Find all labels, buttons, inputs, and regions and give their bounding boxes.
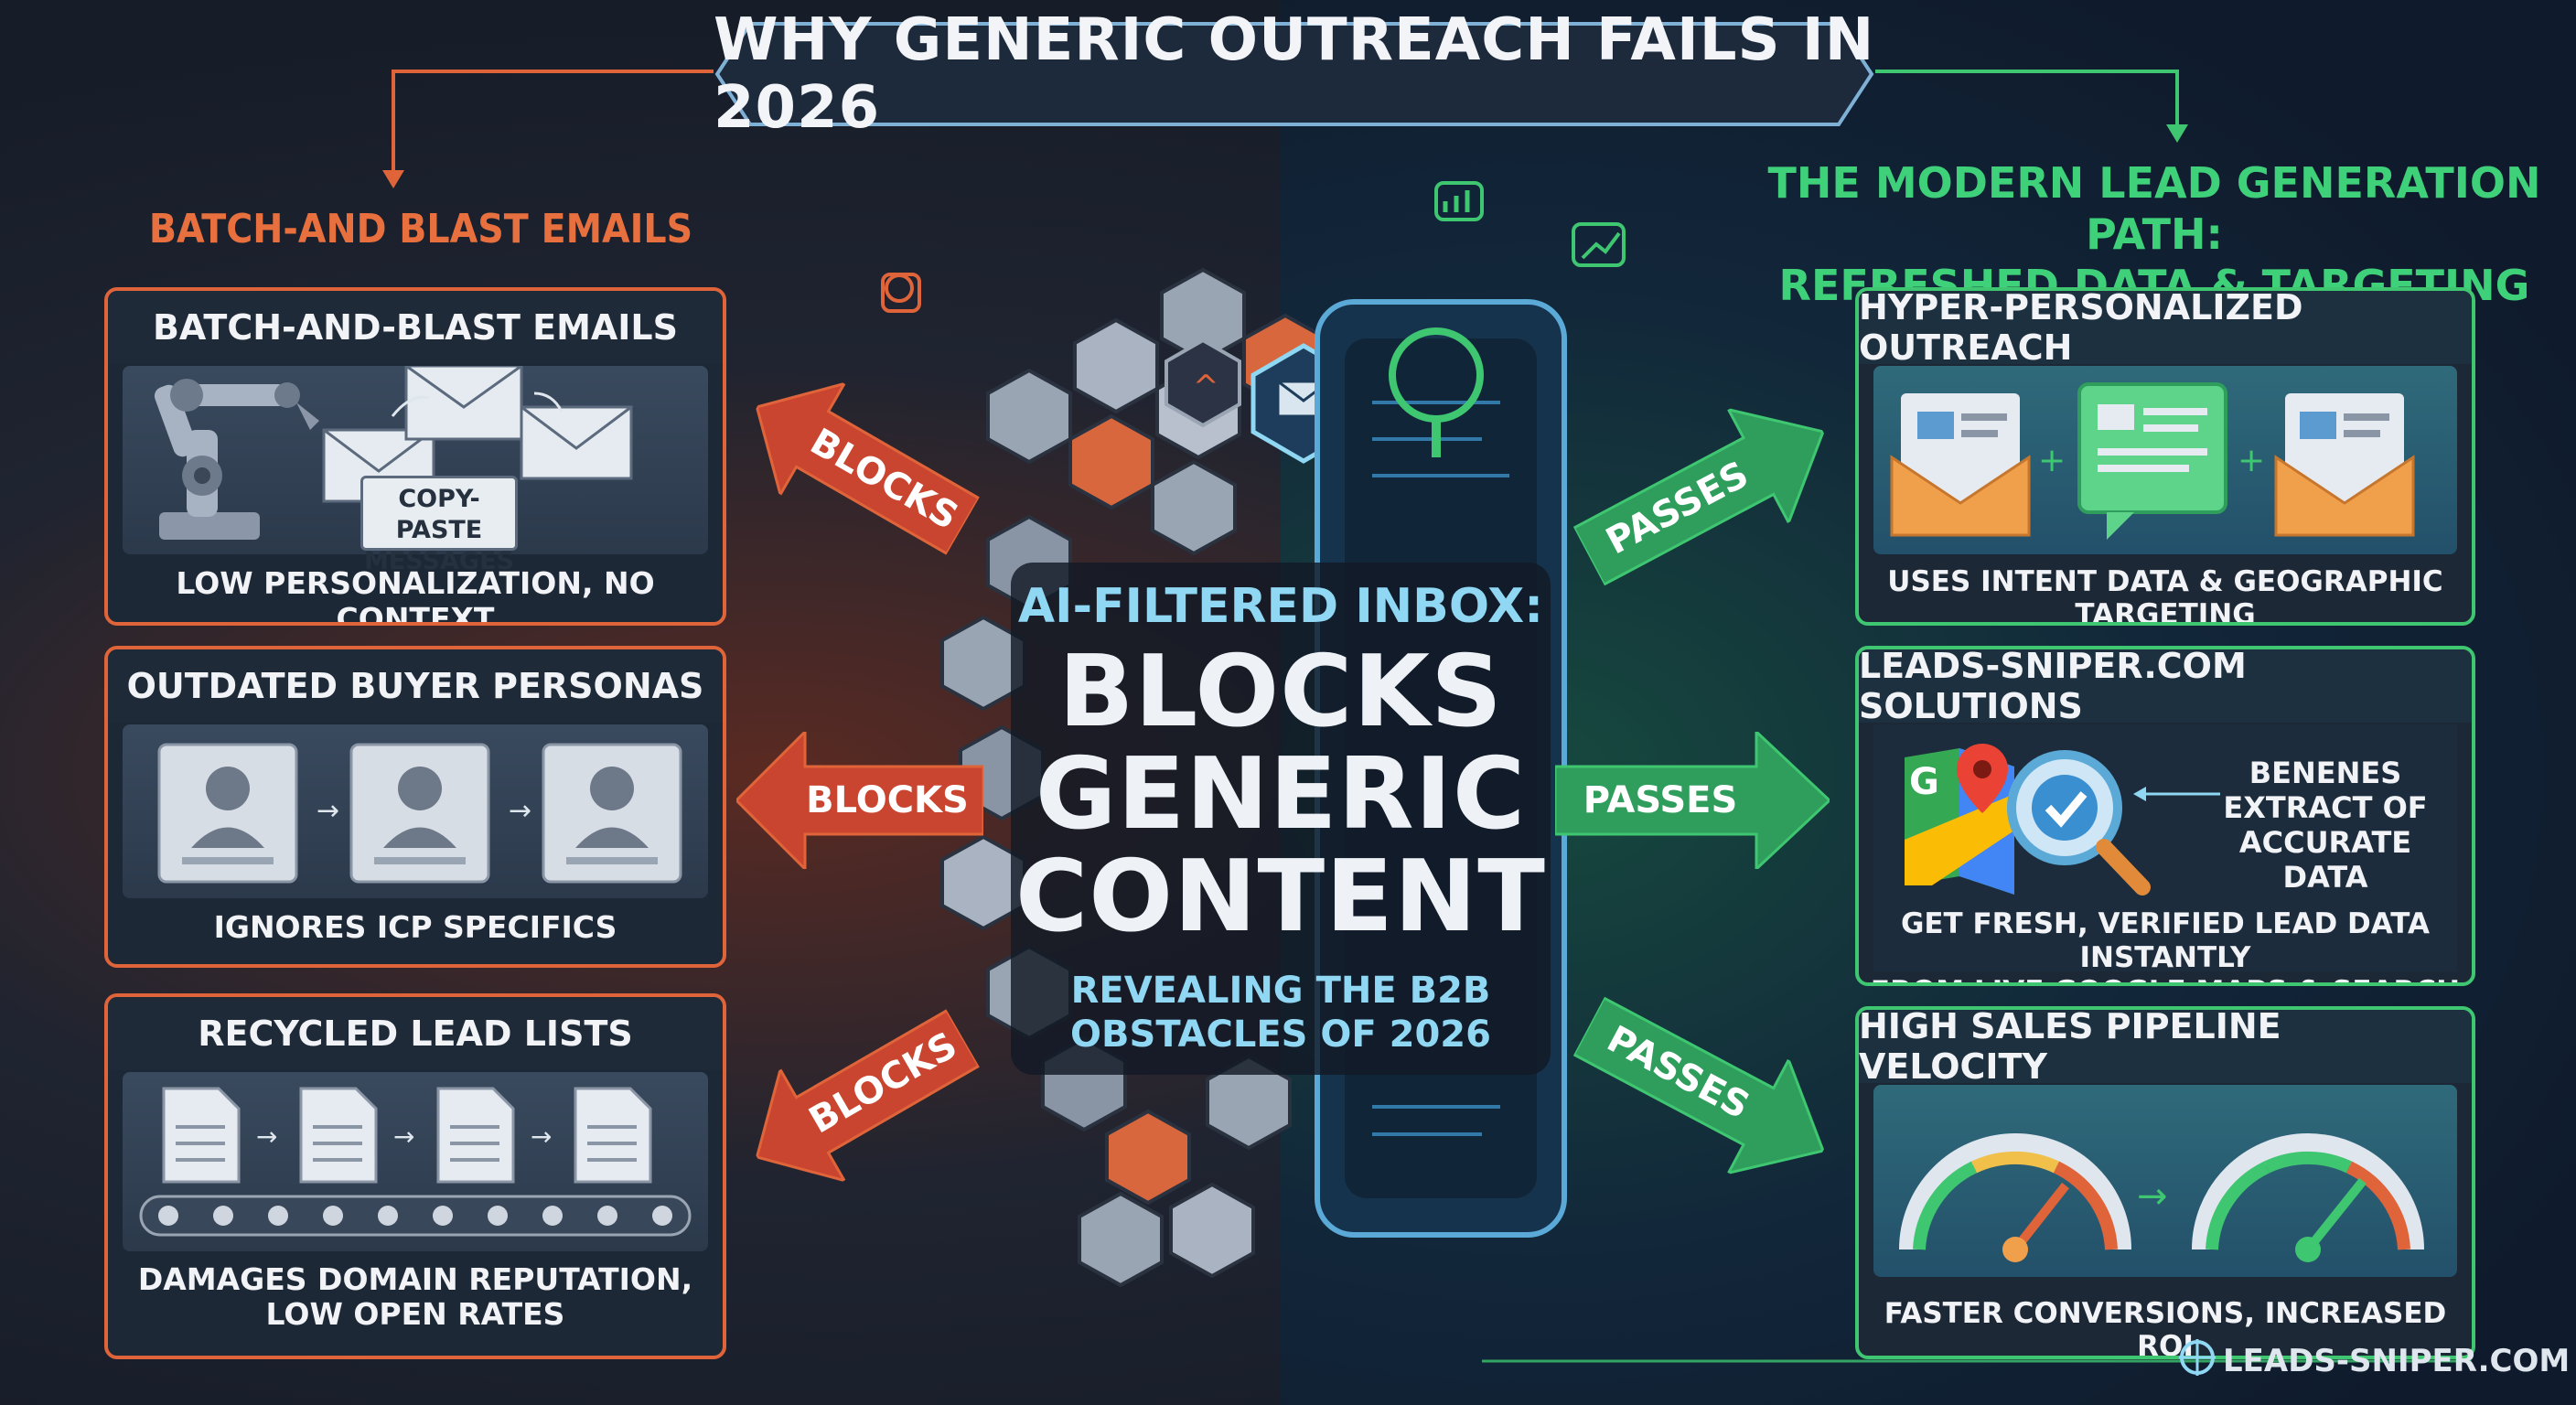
blocks-label: BLOCKS (806, 779, 969, 821)
callout-text: BENENES EXTRACT OF ACCURATE DATA (2216, 756, 2435, 895)
panel-title: HYPER-PERSONALIZED OUTREACH (1859, 291, 2472, 368)
svg-text:→: → (2137, 1175, 2168, 1217)
caption-line2: FROM LIVE GOOGLE MAPS & SEARCH (1859, 975, 2472, 982)
passes-label: PASSES (1583, 779, 1738, 821)
passes-arrow-2: PASSES (1553, 728, 1832, 873)
svg-text:→: → (256, 1121, 277, 1152)
center-subtitle: AI-FILTERED INBOX: (1017, 579, 1544, 634)
blocks-arrow-1: BLOCKS (724, 351, 994, 581)
panel-title: OUTDATED BUYER PERSONAS (108, 649, 723, 723)
panel-batch-blast: BATCH-AND-BLAST EMAILS COPY-PASTE MESSAG… (104, 287, 726, 626)
badge-line1: COPY-PASTE (395, 485, 483, 544)
panel-caption: DAMAGES DOMAIN REPUTATION, LOW OPEN RATE… (108, 1262, 723, 1332)
panel-hyper-personalized: HYPER-PERSONALIZED OUTREACH + + USES I (1855, 287, 2475, 626)
panel-leads-sniper: LEADS-SNIPER.COM SOLUTIONS G BENENES EXT… (1855, 646, 2475, 986)
tagline-line2: OBSTACLES OF 2026 (1070, 1014, 1491, 1056)
crosshair-logo-icon (2179, 1339, 2216, 1376)
panel-outdated-personas: OUTDATED BUYER PERSONAS → → IGNORES ICP … (104, 646, 726, 968)
caption-line1: GET FRESH, VERIFIED LEAD DATA INSTANTLY (1900, 907, 2431, 974)
growth-chart-icons (1434, 181, 1626, 267)
page-title: WHY GENERIC OUTREACH FAILS IN 2026 (714, 6, 1875, 142)
passes-arrow-3: PASSES (1559, 970, 1853, 1207)
panel-caption: IGNORES ICP SPECIFICS (213, 909, 617, 945)
personalized-email-icons: + + (1890, 382, 2415, 540)
panel-illustration: COPY-PASTE MESSAGES (123, 366, 708, 575)
center-message: AI-FILTERED INBOX: BLOCKS GENERIC CONTEN… (1011, 563, 1551, 1075)
center-tagline: REVEALING THE B2B OBSTACLES OF 2026 (1011, 969, 1551, 1056)
left-section-heading: BATCH-AND BLAST EMAILS (148, 206, 693, 252)
center-headline: BLOCKS GENERIC CONTENT (1011, 641, 1551, 949)
passes-arrow-1: PASSES (1559, 375, 1853, 613)
persona-cards-icon: → → (157, 743, 682, 884)
blocks-arrow-3: BLOCKS (724, 982, 994, 1212)
speedometer-gauges-icon: → (1899, 1133, 2424, 1262)
copy-paste-badge: COPY-PASTE MESSAGES (360, 476, 518, 575)
svg-text:G: G (1909, 761, 1939, 803)
headline-line1: BLOCKS (1058, 635, 1503, 749)
headline-line2: GENERIC (1035, 737, 1527, 852)
panel-title: RECYCLED LEAD LISTS (108, 997, 723, 1070)
badge-line2: MESSAGES (364, 547, 514, 575)
panel-illustration: → (1873, 1085, 2457, 1277)
tagline-line1: REVEALING THE B2B (1070, 970, 1491, 1012)
footer-brand: LEADS-SNIPER.COM (2223, 1343, 2571, 1379)
maps-search-icon: G (1905, 744, 2151, 896)
panel-pipeline-velocity: HIGH SALES PIPELINE VELOCITY → FASTER CO (1855, 1006, 2475, 1359)
callout-arrow-icon (2133, 787, 2220, 801)
panel-caption: LOW PERSONALIZATION, NO CONTEXT (176, 565, 655, 626)
panel-illustration: → → (123, 724, 708, 898)
svg-text:→: → (509, 795, 531, 827)
svg-text:→: → (531, 1121, 552, 1152)
robot-arm-icon (154, 379, 319, 540)
panel-illustration: + + (1873, 366, 2457, 554)
panel-caption: GET FRESH, VERIFIED LEAD DATA INSTANTLY … (1859, 907, 2472, 982)
panel-title: LEADS-SNIPER.COM SOLUTIONS (1859, 649, 2472, 726)
callout-line2: EXTRACT OF (2223, 790, 2428, 825)
document-conveyor-icon: → → → (139, 1087, 692, 1237)
panel-title: BATCH-AND-BLAST EMAILS (108, 291, 723, 364)
caption-line2: LOW OPEN RATES (265, 1296, 565, 1332)
email-envelopes-icon (322, 366, 633, 503)
svg-text:+: + (2238, 442, 2265, 479)
svg-text:+: + (2038, 442, 2066, 479)
svg-text:^: ^ (1193, 369, 1219, 405)
panel-caption: USES INTENT DATA & GEOGRAPHIC TARGETING (1887, 565, 2443, 626)
headline-line3: CONTENT (1015, 840, 1546, 954)
svg-text:→: → (317, 795, 339, 827)
svg-text:→: → (393, 1121, 414, 1152)
right-heading-line1: THE MODERN LEAD GENERATION PATH: (1767, 158, 2541, 259)
callout-line1: BENENES (2249, 756, 2402, 790)
panel-title: HIGH SALES PIPELINE VELOCITY (1859, 1010, 2472, 1087)
caption-line1: DAMAGES DOMAIN REPUTATION, (137, 1261, 693, 1297)
blocks-arrow-2: BLOCKS (734, 728, 985, 873)
panel-recycled-lists: RECYCLED LEAD LISTS → → → DAMAGES DOMAIN… (104, 993, 726, 1359)
panel-illustration: → → → (123, 1072, 708, 1251)
title-banner: WHY GENERIC OUTREACH FAILS IN 2026 (714, 6, 1875, 142)
callout-line3: ACCURATE DATA (2238, 825, 2412, 895)
